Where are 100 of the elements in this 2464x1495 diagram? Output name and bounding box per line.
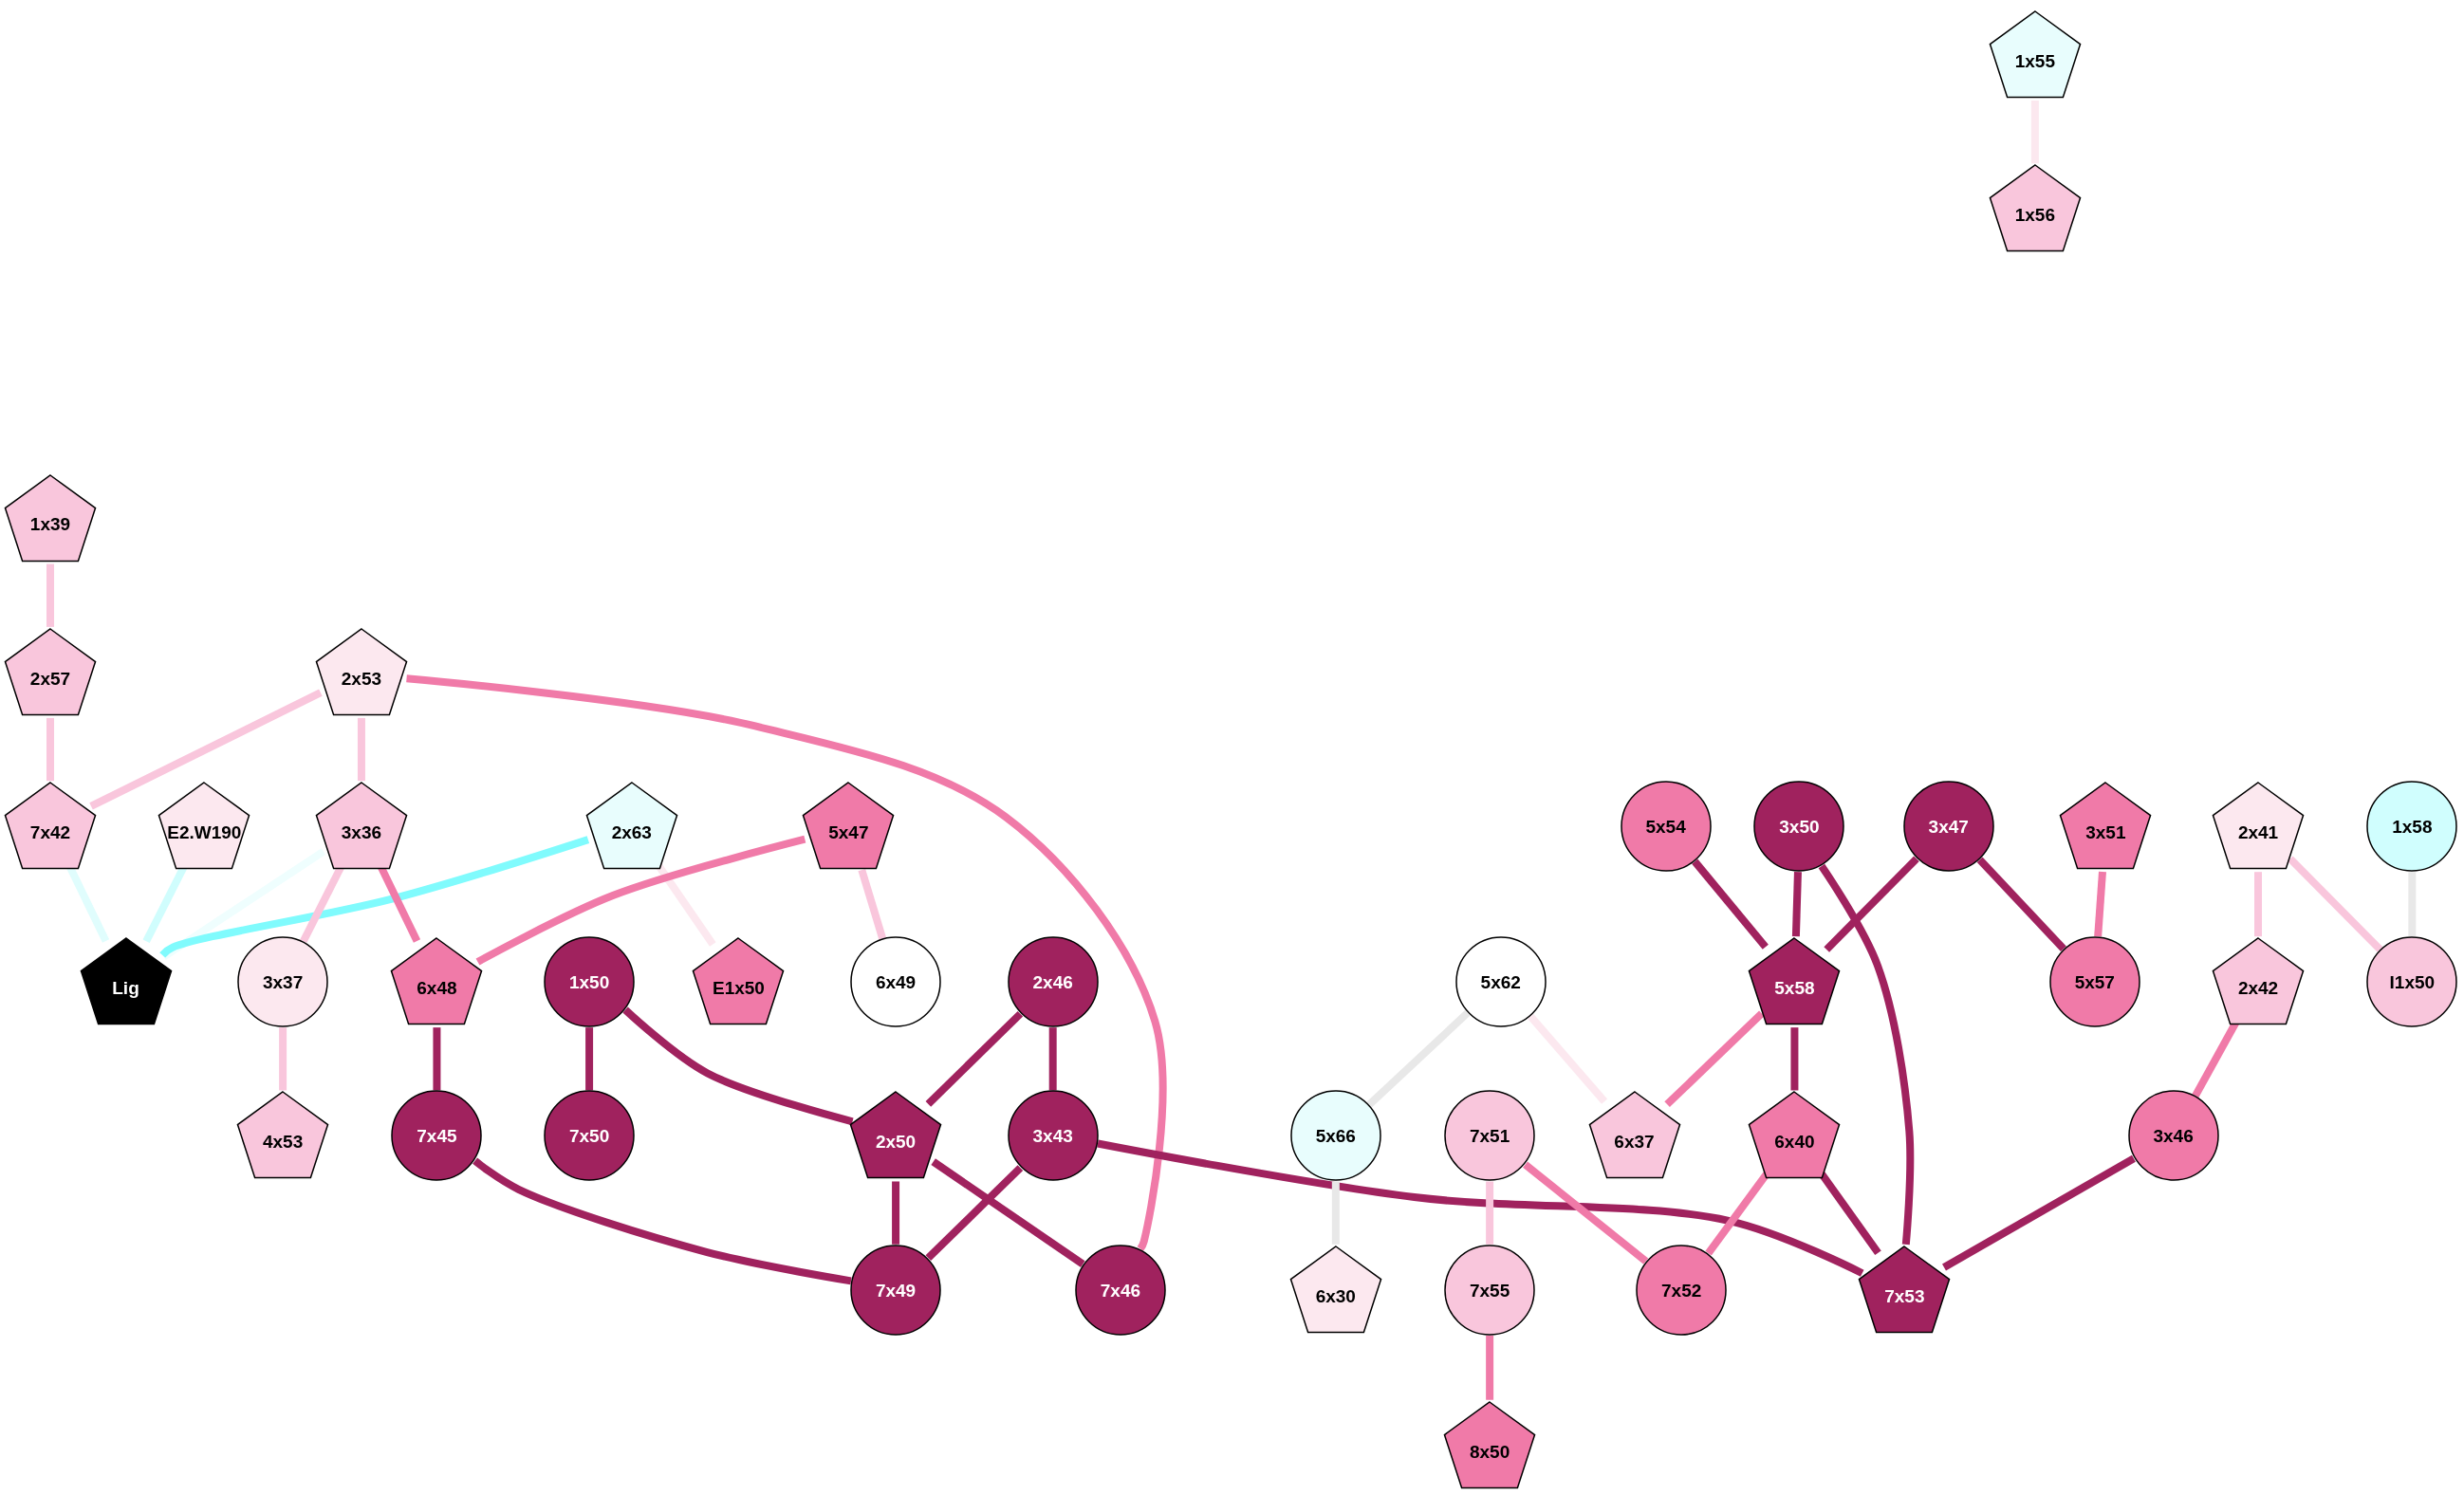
residue-circle: [1007, 936, 1099, 1028]
connector-line: [1942, 1154, 2136, 1271]
connector-line: [585, 1027, 594, 1091]
residue-label: 3x50: [1779, 817, 1820, 836]
residue-pentagon: [1289, 1244, 1381, 1336]
connector-line: [475, 835, 806, 966]
residue-pentagon: [1859, 1244, 1951, 1336]
residue-label: 1x55: [2014, 51, 2055, 70]
residue-label: 6x40: [1774, 1132, 1815, 1151]
residue-pentagon: [5, 472, 96, 564]
connector-line: [2030, 100, 2039, 164]
residue-label: 4x53: [263, 1132, 304, 1151]
residue-label: 5x66: [1315, 1126, 1356, 1145]
residue-label: 6x37: [1614, 1132, 1655, 1151]
residue-label: 2x63: [611, 822, 652, 841]
residue-label: 3x46: [2153, 1126, 2194, 1145]
connector-line: [858, 868, 886, 940]
residue-circle: [1007, 1090, 1099, 1182]
residue-label: Lig: [112, 978, 139, 997]
residue-label: 5x57: [2074, 972, 2115, 991]
residue-label: 6x48: [417, 978, 457, 997]
connector-line: [279, 1027, 287, 1091]
residue-circle: [2048, 936, 2140, 1028]
residue-label: 1x39: [29, 514, 71, 533]
residue-label: 7x55: [1470, 1281, 1510, 1300]
connector-line: [1791, 872, 1802, 937]
residue-label: 7x46: [1100, 1281, 1141, 1300]
connector-line: [931, 1158, 1085, 1267]
residue-label: 3x36: [341, 822, 382, 841]
connector-line: [925, 1010, 1024, 1107]
residue-pentagon: [1989, 9, 2081, 101]
connector-line: [1824, 856, 1919, 952]
residue-label: 2x50: [875, 1132, 917, 1151]
residue-label: 2x46: [1032, 972, 1073, 991]
connector-line: [1818, 863, 1915, 1246]
residue-circle: [1454, 936, 1547, 1028]
residue-circle: [544, 1090, 636, 1182]
residue-pentagon: [315, 626, 407, 718]
residue-circle: [544, 936, 636, 1028]
residue-label: 7x53: [1884, 1286, 1925, 1305]
residue-label: 7x51: [1470, 1126, 1510, 1145]
residue-label: 3x37: [263, 972, 304, 991]
residue-circle: [1620, 781, 1712, 873]
residue-pentagon: [1444, 1399, 1536, 1491]
residue-label: 2x57: [29, 669, 71, 688]
connector-line: [406, 674, 1167, 1251]
residue-label: 6x30: [1315, 1286, 1356, 1305]
connector-line: [161, 848, 326, 961]
residue-label: 7x50: [568, 1126, 610, 1145]
residue-circle: [1444, 1090, 1536, 1182]
residue-label: 2x42: [2237, 978, 2279, 997]
residue-circle: [1444, 1244, 1536, 1336]
residue-label: 2x41: [2237, 822, 2279, 841]
residue-label: 7x42: [29, 822, 71, 841]
residue-label: 3x43: [1032, 1126, 1073, 1145]
residue-pentagon: [5, 626, 96, 718]
connector-line: [622, 1006, 854, 1126]
connector-line: [159, 836, 590, 958]
residue-label: 1x50: [568, 972, 610, 991]
residue-label: 5x58: [1774, 978, 1815, 997]
connector-line: [1486, 1181, 1494, 1245]
residue-circle: [2366, 781, 2458, 873]
connector-line: [2094, 871, 2106, 937]
residue-label: 7x52: [1661, 1281, 1702, 1300]
residue-label: 2x53: [341, 669, 382, 688]
residue-circle: [1074, 1244, 1166, 1336]
residue-label: 5x54: [1645, 817, 1686, 836]
residue-circle: [1902, 781, 1994, 873]
residue-label: 3x51: [2085, 822, 2126, 841]
residue-circle: [1753, 781, 1845, 873]
residue-circle: [1636, 1244, 1728, 1336]
residue-label: 5x47: [828, 822, 869, 841]
residue-label: 7x45: [417, 1126, 457, 1145]
connector-line: [1097, 1139, 1864, 1277]
residue-label: E2.W190: [167, 822, 242, 841]
connector-line: [1528, 1013, 1608, 1104]
connector-line: [1486, 1335, 1494, 1400]
residue-circle: [2127, 1090, 2219, 1182]
residue-label: 6x49: [875, 972, 917, 991]
residue-circle: [2366, 936, 2458, 1028]
connector-line: [1366, 1010, 1471, 1108]
connector-line: [2408, 872, 2417, 937]
connector-line: [1048, 1027, 1057, 1091]
residue-label: E1x50: [712, 978, 765, 997]
connector-line: [1976, 857, 2066, 951]
residue-circle: [850, 1244, 942, 1336]
residue-label: 7x49: [875, 1281, 917, 1300]
connector-line: [472, 1157, 852, 1285]
residue-label: I1x50: [2389, 972, 2436, 991]
residue-circle: [391, 1090, 483, 1182]
residue-label: 1x58: [2392, 817, 2433, 836]
residue-circle: [1289, 1090, 1381, 1182]
residue-label: 3x47: [1928, 817, 1969, 836]
residue-label: 8x50: [1470, 1442, 1510, 1460]
connector-line: [1692, 858, 1769, 950]
residue-circle: [850, 936, 942, 1028]
connector-line: [89, 689, 323, 810]
connector-line: [1818, 1171, 1881, 1256]
connector-line: [1664, 1010, 1765, 1108]
connector-line: [925, 1165, 1024, 1262]
